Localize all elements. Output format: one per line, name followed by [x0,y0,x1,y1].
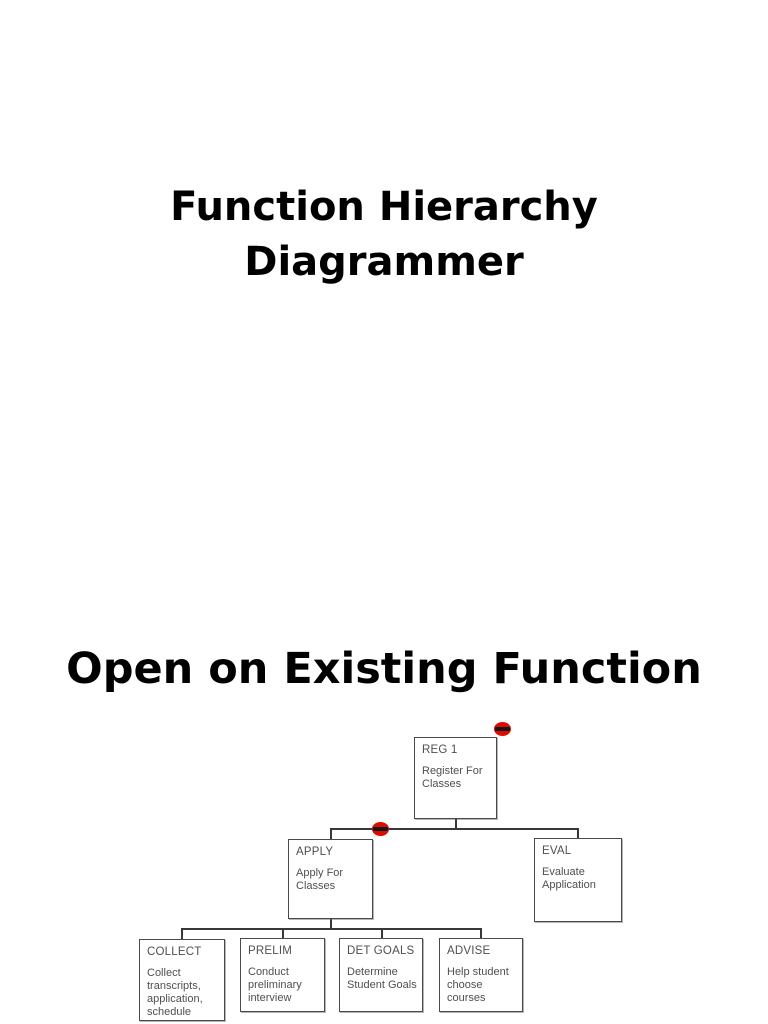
connector-apply-down [330,918,332,929]
connector-reg1-down [455,819,457,829]
connector-detgoals-top [381,928,383,938]
connector-collect-top [181,928,183,939]
function-short-name: PRELIM [248,945,293,957]
deck-title: Function Hierarchy Diagrammer [0,180,768,290]
function-short-name: REG 1 [422,744,458,756]
connector-advise-top [480,928,482,938]
section-title: Open on Existing Function [66,644,702,694]
function-description: Register For Classes [422,765,483,790]
function-node-eval: EVAL Evaluate Application [534,838,622,922]
function-short-name: DET GOALS [347,945,415,957]
minus-bar-icon [373,827,388,831]
function-node-apply: APPLY Apply For Classes [288,839,373,919]
deck-title-line2: Diagrammer [244,239,524,285]
connector-level3-horizontal [181,928,482,930]
function-description: Apply For Classes [296,867,344,892]
function-node-detgoals: DET GOALS Determine Student Goals [339,938,423,1012]
function-node-prelim: PRELIM Conduct preliminary interview [240,938,325,1012]
function-short-name: ADVISE [447,945,491,957]
function-node-advise: ADVISE Help student choose courses [439,938,523,1012]
function-description: Evaluate Application [542,866,596,891]
minus-bar-icon [495,727,510,731]
function-description: Collect transcripts, application, schedu… [147,967,203,1018]
connector-apply-top [330,828,332,839]
function-description: Conduct preliminary interview [248,966,302,1004]
function-short-name: APPLY [296,846,334,858]
function-node-collect: COLLECT Collect transcripts, application… [139,939,225,1021]
connector-level2-horizontal [330,828,579,830]
collapse-marker-icon [494,722,511,736]
deck-title-line1: Function Hierarchy [170,184,598,230]
function-description: Determine Student Goals [347,966,417,991]
collapse-marker-icon [372,822,389,836]
connector-prelim-top [282,928,284,938]
function-short-name: EVAL [542,845,572,857]
function-short-name: COLLECT [147,946,202,958]
function-description: Help student choose courses [447,966,509,1004]
connector-eval-top [577,828,579,838]
function-node-reg1: REG 1 Register For Classes [414,737,497,819]
